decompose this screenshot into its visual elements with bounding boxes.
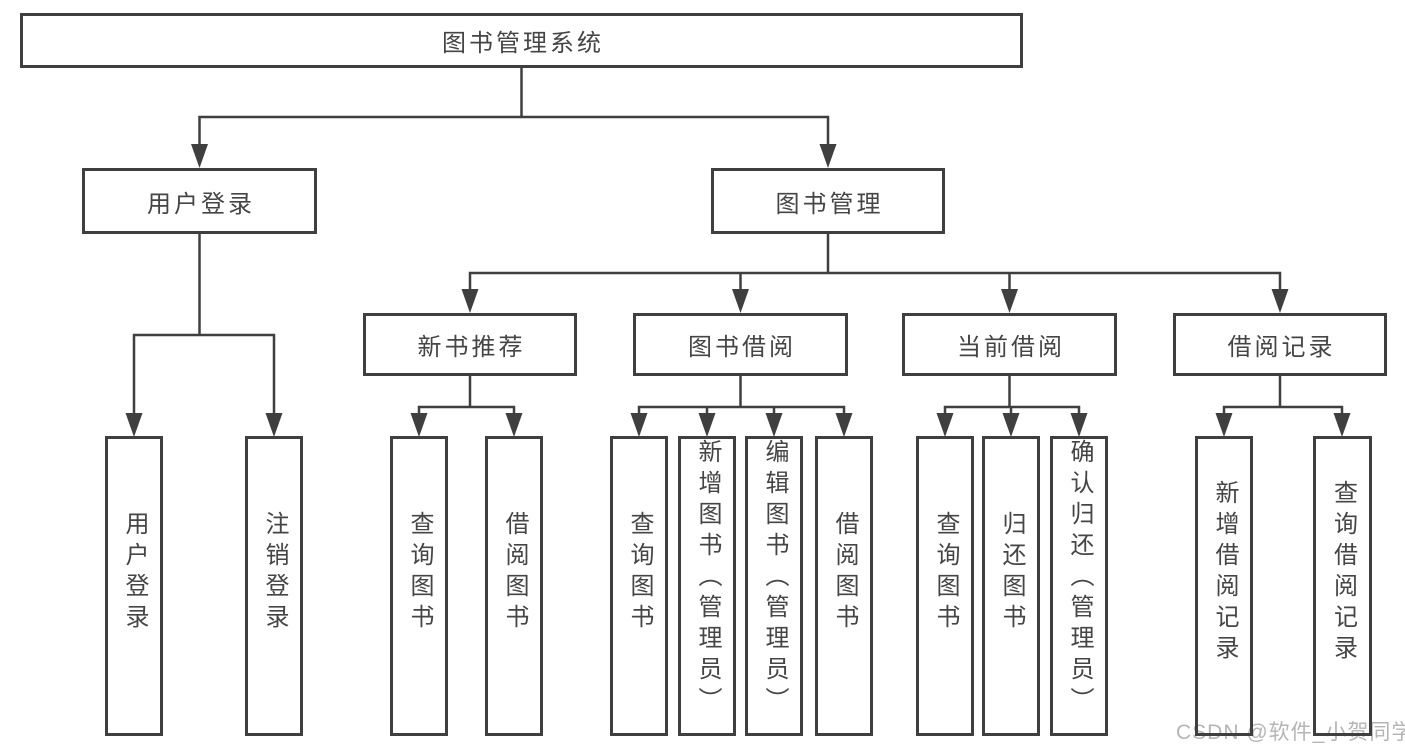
arrowheads: [125, 144, 1351, 437]
node-root-system: 图书管理系统: [20, 13, 1023, 68]
node-book-borrow: 图书借阅: [633, 313, 848, 376]
node-current-borrow: 当前借阅: [902, 313, 1117, 376]
leaf-query-borrow-record: 查询借阅记录: [1313, 436, 1372, 736]
leaf-user-login: 用户登录: [105, 436, 163, 736]
node-book-management: 图书管理: [711, 168, 945, 234]
leaf-edit-book-admin: 编辑图书（管理员）: [745, 436, 803, 736]
leaf-add-borrow-record: 新增借阅记录: [1195, 436, 1253, 736]
node-user-login: 用户登录: [82, 168, 317, 234]
leaf-confirm-return-admin: 确认归还（管理员）: [1050, 436, 1108, 736]
csdn-watermark: CSDN @软件_小贺同学: [1176, 721, 1405, 744]
leaf-add-book-admin: 新增图书（管理员）: [678, 436, 736, 736]
node-new-book-recommend: 新书推荐: [363, 313, 577, 376]
leaf-query-book-current: 查询图书: [916, 436, 974, 736]
leaf-query-book-recommend: 查询图书: [390, 436, 448, 736]
leaf-borrow-book: 借阅图书: [815, 436, 873, 736]
node-borrow-records: 借阅记录: [1173, 313, 1387, 376]
leaf-return-book: 归还图书: [982, 436, 1040, 736]
leaf-query-book-borrow: 查询图书: [610, 436, 668, 736]
leaf-borrow-book-recommend: 借阅图书: [485, 436, 543, 736]
leaf-logout: 注销登录: [245, 436, 303, 736]
